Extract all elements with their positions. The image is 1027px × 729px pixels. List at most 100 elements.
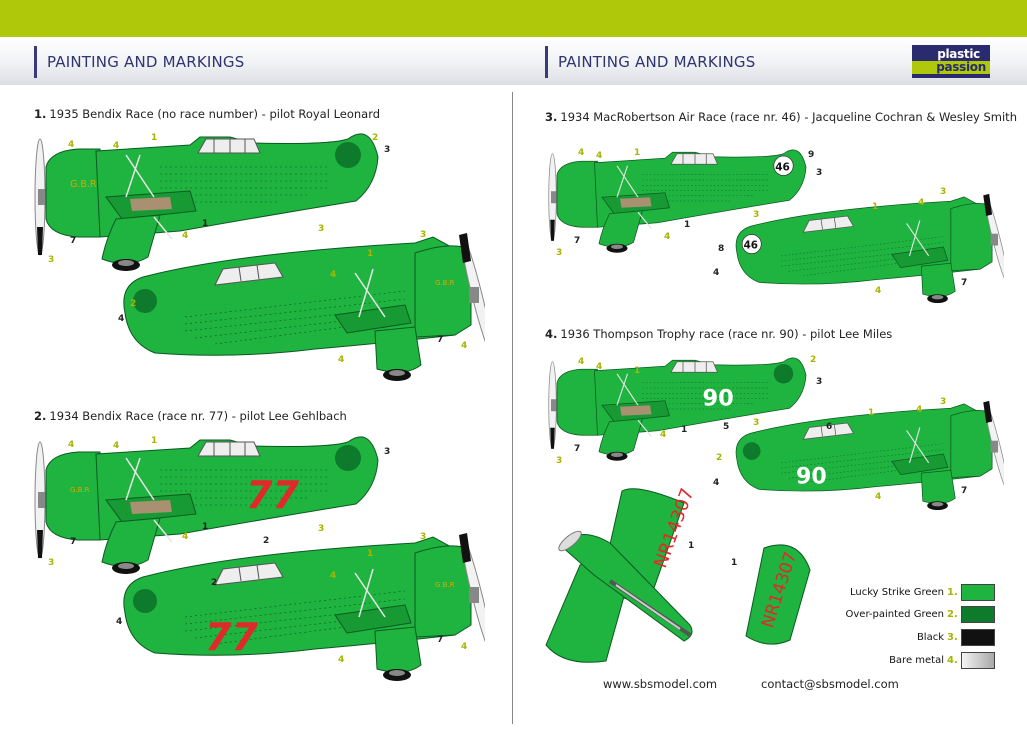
callout-2: 2 <box>263 536 270 546</box>
scheme-3-title: 3.1934 MacRobertson Air Race (race nr. 4… <box>545 110 1017 124</box>
top-view-plane: NR14307 <box>545 485 698 663</box>
callout-4: 4 <box>113 441 120 451</box>
legend-swatch <box>961 583 995 601</box>
scheme-4-number: 4. <box>545 327 558 341</box>
callout-2: 2 <box>372 133 379 143</box>
callout-3: 3 <box>940 187 947 197</box>
cowl-logo: G.B.R <box>70 179 97 190</box>
callout-4: 4 <box>68 140 75 150</box>
legend-swatch <box>961 628 995 646</box>
callout-3: 3 <box>48 255 55 265</box>
callout-3: 3 <box>48 558 55 568</box>
page-divider <box>512 92 513 724</box>
legend-swatch <box>961 651 995 669</box>
callout-4: 4 <box>68 440 75 450</box>
callout-4: 4 <box>578 357 585 367</box>
callout-1: 1 <box>868 408 875 418</box>
callout-4: 4 <box>461 341 468 351</box>
callout-1: 1 <box>367 549 374 559</box>
logo-word-plastic: plastic <box>937 47 980 61</box>
top-accent-bar <box>0 0 1027 37</box>
callout-2: 2 <box>130 299 137 309</box>
scheme-2-left-profile: G.B.R 77 <box>34 436 379 575</box>
callout-8: 8 <box>718 244 725 254</box>
legend-index: 2. <box>947 608 958 620</box>
callout-5: 5 <box>723 422 730 432</box>
legend-label: Over-painted Green <box>845 608 945 620</box>
race-number-77: 77 <box>205 615 258 659</box>
callout-4: 4 <box>875 286 882 296</box>
callout-7: 7 <box>437 635 444 645</box>
callout-4: 4 <box>578 148 585 158</box>
legend-black: Black 3. <box>820 627 995 647</box>
callout-7: 7 <box>437 335 444 345</box>
logo-word-passion: passion <box>936 60 986 74</box>
callout-3: 3 <box>816 377 823 387</box>
scheme-2-number: 2. <box>34 409 47 423</box>
left-page-title: PAINTING AND MARKINGS <box>47 53 245 71</box>
callout-3: 3 <box>384 145 391 155</box>
scheme-1-right-profile: G.B.R <box>123 232 485 382</box>
callout-9: 9 <box>808 150 815 160</box>
callout-4: 4 <box>182 231 189 241</box>
callout-3: 3 <box>556 248 563 258</box>
callout-4: 4 <box>118 314 125 324</box>
right-page-title: PAINTING AND MARKINGS <box>558 53 756 71</box>
scheme-3-right-profile: 46 <box>735 193 1004 304</box>
footer-contact: contact@sbsmodel.com <box>761 677 899 691</box>
scheme-2-text: 1934 Bendix Race (race nr. 77) - pilot L… <box>49 409 347 423</box>
scheme-2-right-profile: G.B.R 77 <box>123 532 485 682</box>
left-page-header: PAINTING AND MARKINGS <box>34 46 244 78</box>
callout-1: 1 <box>634 148 641 158</box>
scheme-1-text: 1935 Bendix Race (no race number) - pilo… <box>49 107 381 121</box>
callout-4: 4 <box>713 268 720 278</box>
legend-label: Black <box>916 631 944 643</box>
legend-index: 3. <box>947 631 958 643</box>
scheme-4-right-profile: 90 <box>735 400 1004 511</box>
right-page-header: PAINTING AND MARKINGS <box>545 46 755 78</box>
callout-1: 1 <box>684 220 691 230</box>
race-number-46: 46 <box>775 161 790 173</box>
scheme-3-number: 3. <box>545 110 558 124</box>
callout-4: 4 <box>596 151 603 161</box>
scheme-2-title: 2.1934 Bendix Race (race nr. 77) - pilot… <box>34 409 347 423</box>
cowl-logo: G.B.R <box>70 486 90 494</box>
header-band <box>0 37 1027 85</box>
callout-4: 4 <box>461 642 468 652</box>
legend-index: 4. <box>947 654 958 666</box>
callout-3: 3 <box>318 224 325 234</box>
callout-4: 4 <box>330 270 337 280</box>
header-bar-mark <box>34 46 37 78</box>
callout-4: 4 <box>338 655 345 665</box>
callout-7: 7 <box>70 236 77 246</box>
callout-1: 1 <box>688 541 695 551</box>
callout-3: 3 <box>753 210 760 220</box>
callout-3: 3 <box>384 447 391 457</box>
callout-7: 7 <box>70 537 77 547</box>
callout-7: 7 <box>961 486 968 496</box>
legend-label: Lucky Strike Green <box>850 586 944 598</box>
callout-4: 4 <box>918 198 925 208</box>
callout-3: 3 <box>940 397 947 407</box>
callout-3: 3 <box>420 532 427 542</box>
callout-1: 1 <box>151 436 158 446</box>
legend-over-painted-green: Over-painted Green 2. <box>820 604 995 624</box>
legend-index: 1. <box>947 586 958 598</box>
lower-wing-view: NR14307 <box>745 544 811 645</box>
scheme-1-left-profile: G.B.R <box>34 133 379 272</box>
callout-6: 6 <box>826 422 833 432</box>
callout-4: 4 <box>330 571 337 581</box>
scheme-3-text: 1934 MacRobertson Air Race (race nr. 46)… <box>560 110 1017 124</box>
callout-3: 3 <box>816 168 823 178</box>
callout-1: 1 <box>872 202 879 212</box>
cowl-logo: G.B.R <box>435 279 455 287</box>
callout-1: 1 <box>634 366 641 376</box>
callout-4: 4 <box>875 492 882 502</box>
callout-2: 2 <box>211 578 218 588</box>
callout-4: 4 <box>596 362 603 372</box>
callout-7: 7 <box>961 278 968 288</box>
logo-strip <box>912 61 990 74</box>
callout-7: 7 <box>574 236 581 246</box>
scheme-4-title: 4.1936 Thompson Trophy race (race nr. 90… <box>545 327 892 341</box>
callout-7: 7 <box>574 444 581 454</box>
